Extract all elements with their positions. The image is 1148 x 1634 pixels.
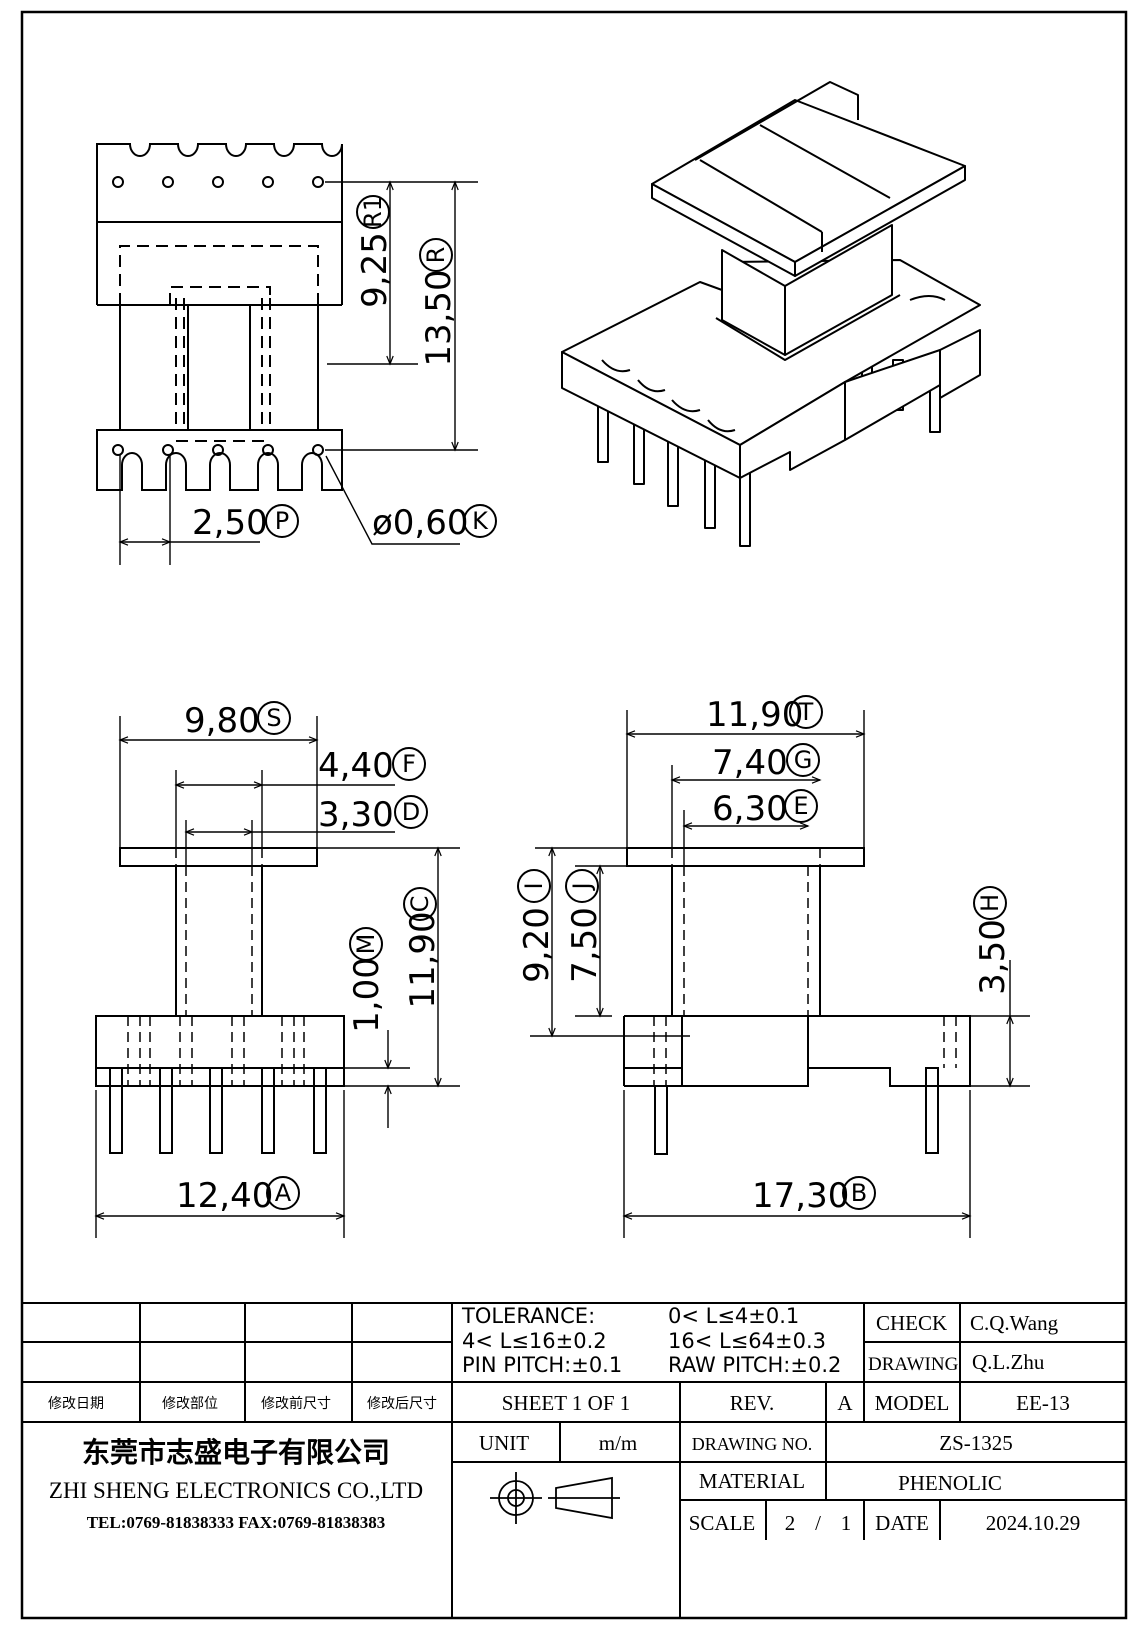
material-label: MATERIAL — [699, 1469, 805, 1493]
dim-h-value: 3,50 — [973, 919, 1013, 995]
dim-t-tag: T — [789, 695, 823, 729]
date-value: 2024.10.29 — [986, 1511, 1081, 1535]
projection-symbol-icon — [490, 1472, 620, 1524]
tolerance-line2a: 4< L≤16±0.2 — [462, 1329, 607, 1353]
company-name-cn: 东莞市志盛电子有限公司 — [82, 1436, 390, 1469]
company-name-en: ZHI SHENG ELECTRONICS CO.,LTD — [49, 1478, 423, 1503]
dim-t-tag-text: T — [798, 698, 814, 726]
dim-s-tag: S — [257, 701, 291, 735]
dim-r1-value: 9,25 — [355, 232, 395, 308]
model-value: EE-13 — [1016, 1391, 1070, 1415]
rev-header-after: 修改后尺寸 — [367, 1396, 437, 1412]
dim-f-value: 4,40 — [318, 746, 394, 786]
dim-r1-tag-text: R1 — [359, 196, 387, 228]
dim-h-tag: H — [973, 886, 1007, 920]
dim-k-value: ø0,60 — [372, 503, 469, 543]
check-label: CHECK — [876, 1311, 947, 1335]
dim-d-tag-text: D — [402, 798, 420, 826]
dim-i-value: 9,20 — [517, 907, 557, 983]
dim-h-tag-text: H — [976, 894, 1004, 912]
rev-label: REV. — [730, 1391, 775, 1415]
dim-p-value: 2,50 — [192, 503, 268, 543]
model-label: MODEL — [875, 1391, 950, 1415]
dim-j-value: 7,50 — [565, 907, 605, 983]
dim-m-tag: M — [349, 927, 383, 961]
dim-r-tag: R — [419, 238, 453, 272]
tolerance-label: TOLERANCE: — [461, 1304, 595, 1328]
dim-a-tag-text: A — [275, 1179, 292, 1207]
tolerance-pin-pitch: PIN PITCH:±0.1 — [462, 1353, 622, 1377]
scale-numerator: 2 — [785, 1511, 796, 1535]
dim-s-value: 9,80 — [184, 701, 260, 741]
scale-separator: / — [815, 1511, 821, 1535]
dim-j-tag: J — [565, 869, 599, 903]
dim-a-tag: A — [266, 1176, 300, 1210]
rev-header-date: 修改日期 — [48, 1396, 104, 1412]
dim-d-value: 3,30 — [318, 795, 394, 835]
dim-a-value: 12,40 — [176, 1176, 273, 1216]
dim-d-tag: D — [394, 795, 428, 829]
sheet-text: SHEET 1 OF 1 — [502, 1391, 631, 1415]
dim-k-tag: K — [463, 504, 497, 538]
company-contact: TEL:0769-81838333 FAX:0769-81838383 — [87, 1513, 386, 1532]
front-view-dimensions — [94, 716, 460, 1238]
dim-c-tag-text: C — [406, 896, 434, 913]
tolerance-line1: 0< L≤4±0.1 — [668, 1304, 799, 1328]
dim-m-tag-text: M — [352, 934, 380, 955]
dim-p-tag-text: P — [275, 507, 289, 535]
dim-s-tag-text: S — [266, 704, 281, 732]
dim-c-tag: C — [403, 887, 437, 921]
dim-b-tag: B — [842, 1176, 876, 1210]
tolerance-raw-pitch: RAW PITCH:±0.2 — [668, 1353, 841, 1377]
dim-j-tag-text: J — [568, 882, 596, 891]
dim-i-tag: I — [517, 869, 551, 903]
drawing-value: Q.L.Zhu — [972, 1350, 1045, 1374]
dim-r-tag-text: R — [422, 247, 450, 264]
material-value: PHENOLIC — [898, 1471, 1002, 1495]
dim-t-value: 11,90 — [706, 695, 803, 735]
date-label: DATE — [875, 1511, 929, 1535]
unit-label: UNIT — [479, 1431, 529, 1455]
dim-f-tag: F — [392, 747, 426, 781]
isometric-view — [561, 81, 981, 547]
dim-e-tag-text: E — [793, 792, 808, 820]
scale-label: SCALE — [689, 1511, 756, 1535]
title-block-grid — [22, 1302, 1126, 1618]
tolerance-line2b: 16< L≤64±0.3 — [668, 1329, 826, 1353]
rev-header-before: 修改前尺寸 — [261, 1395, 331, 1412]
dim-m-value: 1,00 — [347, 957, 387, 1033]
dim-i-tag-text: I — [520, 882, 548, 889]
dim-r1-tag: R1 — [356, 195, 390, 229]
dim-c-value: 11,90 — [403, 911, 443, 1008]
rev-header-location: 修改部位 — [162, 1396, 218, 1412]
check-value: C.Q.Wang — [970, 1311, 1059, 1335]
top-view — [96, 143, 343, 491]
drawing-no-value: ZS-1325 — [939, 1431, 1013, 1455]
dim-r-value: 13,50 — [419, 269, 459, 366]
top-view-dimensions — [118, 180, 478, 565]
unit-value: m/m — [599, 1431, 638, 1455]
front-view — [95, 847, 345, 1154]
drawing-label: DRAWING — [868, 1354, 959, 1375]
rev-value: A — [837, 1391, 853, 1415]
sheet-border — [20, 10, 1128, 1620]
drawing-no-label: DRAWING NO. — [692, 1434, 813, 1454]
dim-g-tag-text: G — [794, 746, 813, 774]
dim-e-tag: E — [784, 789, 818, 823]
dim-k-tag-text: K — [472, 507, 489, 535]
scale-denominator: 1 — [841, 1511, 852, 1535]
dim-p-tag: P — [265, 504, 299, 538]
dim-b-tag-text: B — [851, 1179, 867, 1207]
side-view — [623, 847, 971, 1155]
dim-e-value: 6,30 — [712, 789, 788, 829]
side-view-dimensions — [530, 710, 1030, 1238]
dim-b-value: 17,30 — [752, 1176, 849, 1216]
dim-f-tag-text: F — [402, 750, 416, 778]
dim-g-tag: G — [786, 743, 820, 777]
dim-g-value: 7,40 — [712, 743, 788, 783]
